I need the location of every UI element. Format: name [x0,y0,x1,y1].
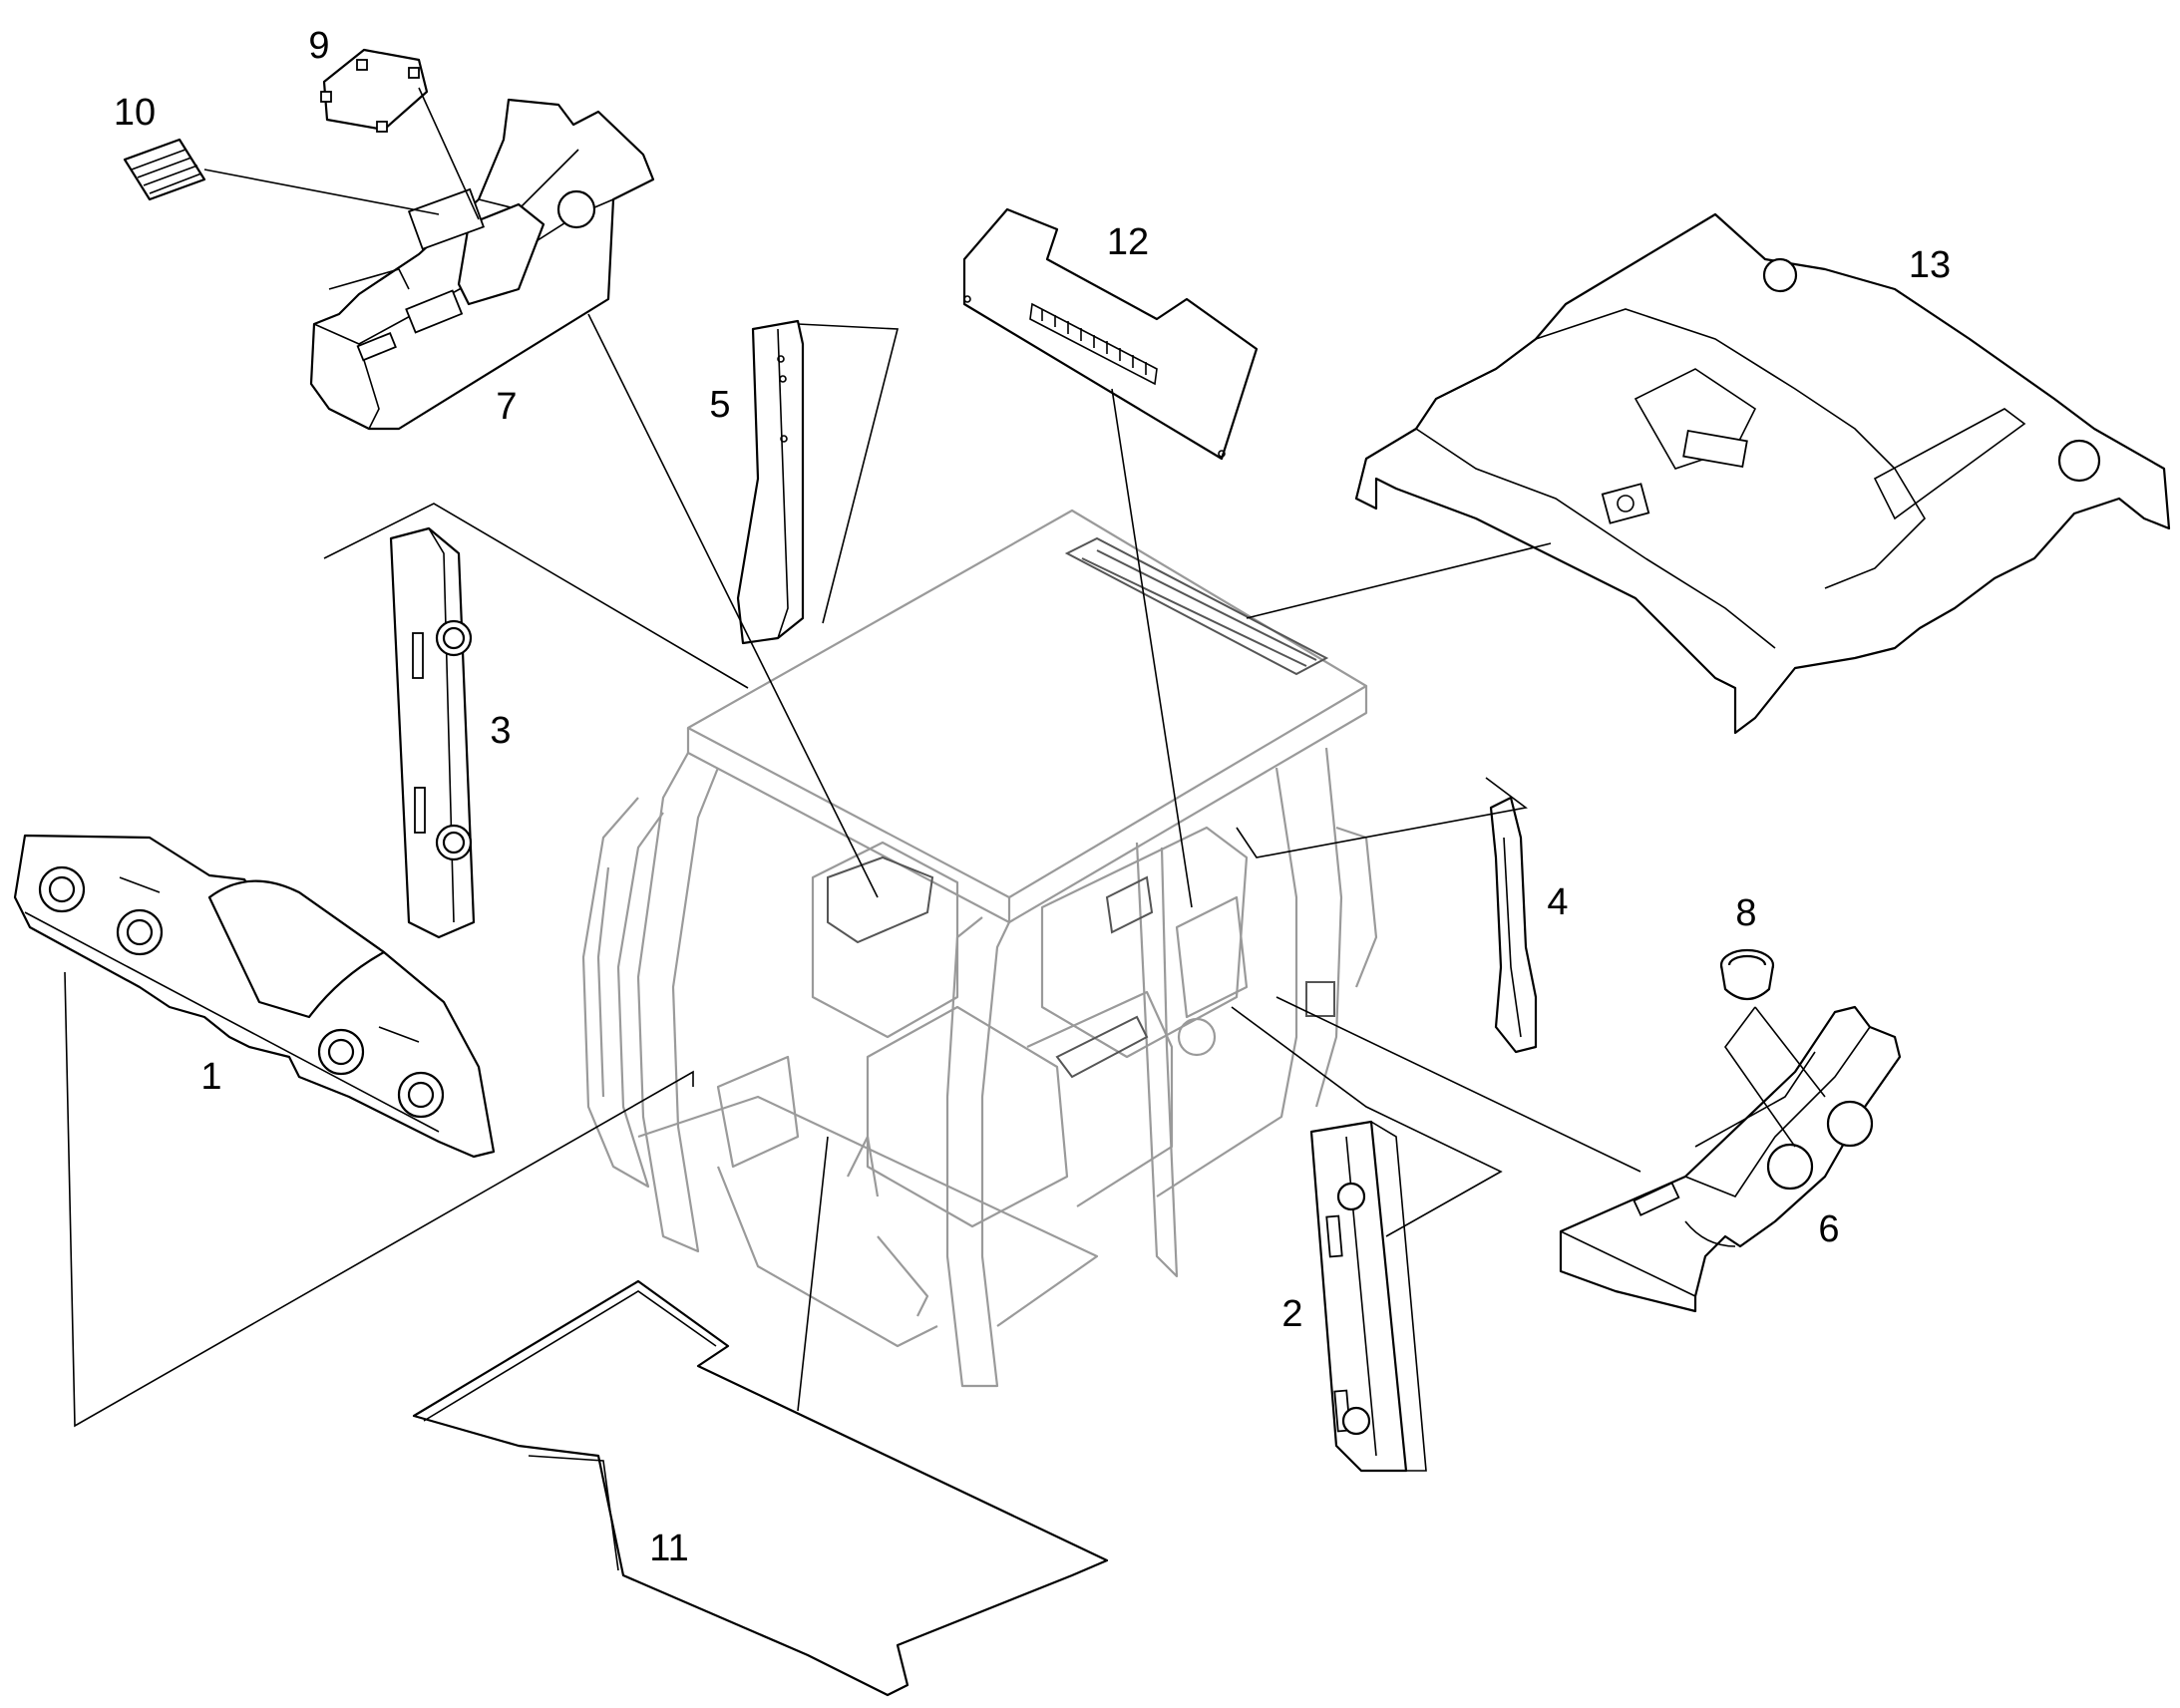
callout-8: 8 [1735,892,1756,934]
part-11-floor-mat [412,1279,1109,1697]
callout-3: 3 [490,710,511,752]
part-2-right-pillar-trim [1309,1120,1427,1473]
part-12-rear-trim-panel [962,207,1259,461]
callout-4: 4 [1547,881,1568,923]
part-7-left-console [309,98,655,431]
callouts: 1 2 3 4 5 6 7 8 9 10 11 12 13 [114,25,1951,1569]
callout-5: 5 [709,384,730,426]
part-9-bracket-plate [320,48,429,133]
callout-11: 11 [649,1528,688,1569]
callout-12: 12 [1107,221,1149,263]
callout-9: 9 [308,25,329,67]
leader-9 [418,87,480,220]
leader-2 [1231,1006,1503,1237]
callout-7: 7 [496,386,517,428]
callout-6: 6 [1818,1208,1839,1250]
part-4-rear-pillar-trim [1489,796,1538,1054]
leader-4 [1236,777,1528,858]
leader-8 [1724,1006,1826,1148]
cab-frame [581,509,1378,1388]
part-3-left-pillar-trim [389,526,476,939]
callout-2: 2 [1281,1293,1302,1335]
part-13-headliner [1354,212,2171,735]
leader-7 [587,313,879,898]
callout-1: 1 [200,1056,221,1098]
leader-12 [1111,388,1193,908]
part-1-front-dash-panel [13,834,496,1159]
leader-13 [1246,542,1552,619]
part-8-cup-holder [1719,948,1775,1001]
callout-13: 13 [1909,244,1951,286]
leader-1 [64,971,694,1428]
callout-10: 10 [114,92,156,134]
leader-3 [323,503,749,689]
leader-6 [1275,996,1641,1173]
leader-5 [797,323,900,624]
part-10-grip-pad [123,138,206,201]
leader-10 [203,169,440,215]
leader-11 [797,1136,829,1412]
leader-lines [64,87,1826,1428]
part-5-a-pillar-trim [736,319,805,645]
